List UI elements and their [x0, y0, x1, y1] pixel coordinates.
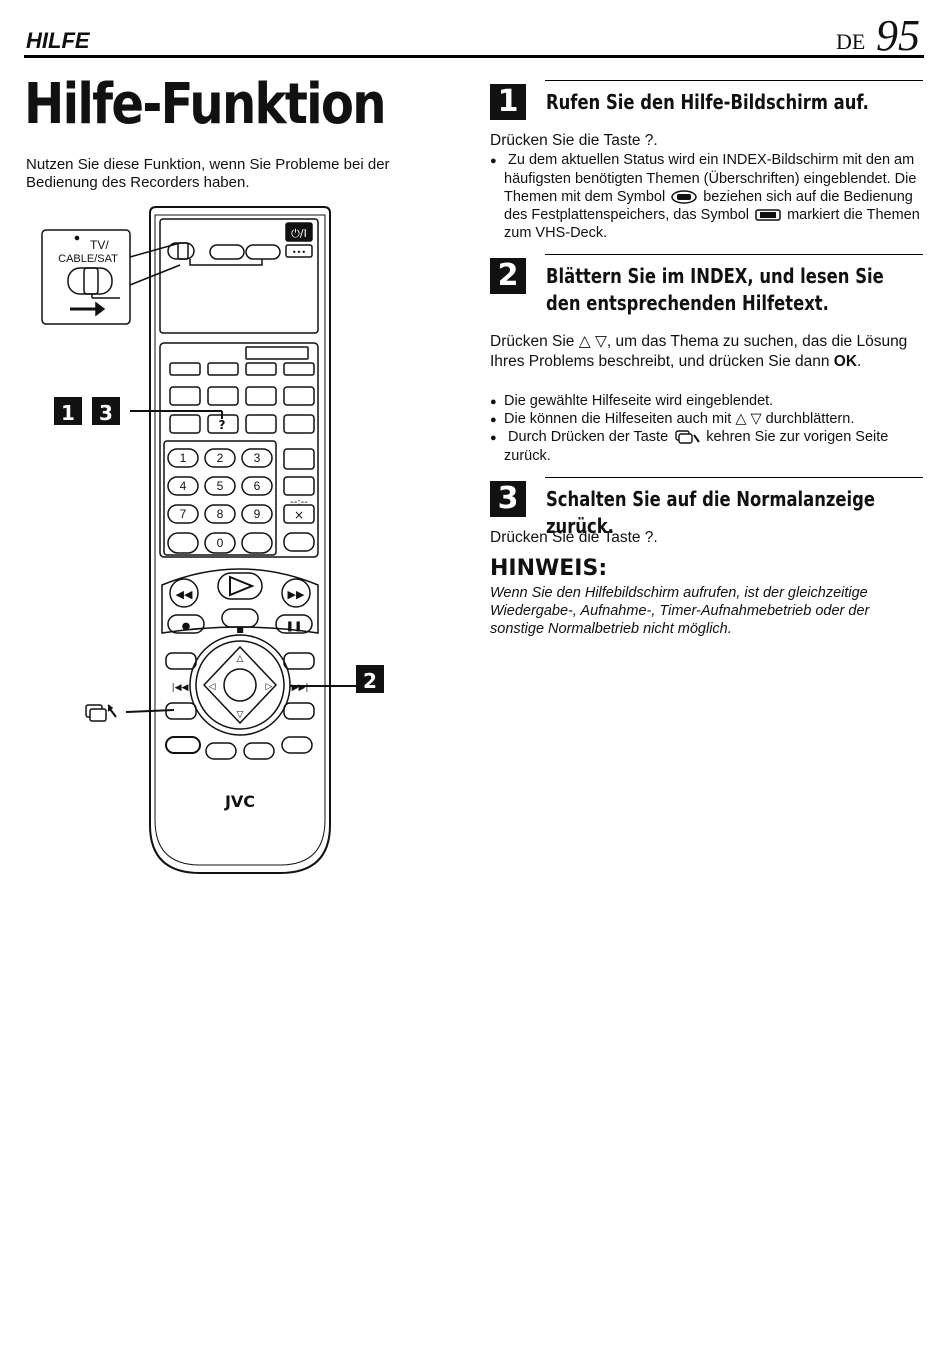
- vhs-icon: [755, 209, 781, 221]
- key-0: 0: [217, 536, 224, 550]
- switch-zoom-box: [41, 229, 131, 325]
- notes-title: HINWEIS:: [490, 556, 608, 581]
- header-rule: [24, 55, 924, 58]
- key-7: 7: [180, 507, 187, 521]
- hdd-icon: [671, 190, 697, 204]
- step-2-bullet-2: Die können die Hilfeseiten auch mit △ ▽ …: [490, 410, 934, 429]
- callout-3-label: 3: [99, 401, 113, 425]
- step-3-rule: [545, 477, 923, 478]
- step-2-action: Drücken Sie △ ▽, um das Thema zu suchen,…: [490, 333, 908, 370]
- key-5: 5: [217, 479, 224, 493]
- step-1-title: Rufen Sie den Hilfe-Bildschirm auf.: [546, 90, 869, 114]
- key-1: 1: [180, 451, 187, 465]
- svg-text:--:--: --:--: [290, 497, 308, 508]
- switch-label-cable: CABLE/SAT: [58, 253, 118, 265]
- key-9: 9: [254, 507, 261, 521]
- svg-text:|◀◀: |◀◀: [172, 683, 189, 693]
- power-icon: ⏻/I: [291, 227, 307, 240]
- callout-2-label: 2: [363, 669, 377, 693]
- svg-text:▶▶|: ▶▶|: [292, 683, 309, 693]
- svg-text:•••: •••: [292, 248, 306, 257]
- back-icon: [675, 430, 700, 444]
- step-1-action: Drücken Sie die Taste ?.: [490, 132, 658, 149]
- callout-badge-1: [54, 397, 82, 425]
- language-code: DE: [836, 29, 866, 54]
- key-2: 2: [217, 451, 224, 465]
- step-1-badge: 1: [490, 84, 526, 120]
- step-1-rule: [545, 80, 923, 81]
- section-label: HILFE: [26, 28, 90, 53]
- key-6: 6: [254, 479, 261, 493]
- remote-illustration: ⏻/I ••• ? ■ ● ❚❚ ◀◀ ▶▶ △ ▽ ◁ ▷ |◀◀ ▶▶| -…: [41, 206, 384, 874]
- switch-label-tv: TV/: [90, 238, 109, 252]
- key-8: 8: [217, 507, 224, 521]
- step-2-bullet-3: Durch Drücken der Taste kehren Sie zur v…: [490, 428, 934, 465]
- step-3-title: Schalten Sie auf die Normalanzeige zurüc…: [546, 487, 876, 538]
- notes-text: Wenn Sie den Hilfebildschirm aufrufen, i…: [490, 585, 870, 637]
- callout-badge-2: [356, 665, 384, 693]
- step-2-title: Blättern Sie im INDEX, und lesen Sie den…: [546, 264, 884, 315]
- key-3: 3: [254, 451, 261, 465]
- step-2-badge: 2: [490, 258, 526, 294]
- svg-text:❚❚: ❚❚: [286, 621, 303, 632]
- step-3-badge: 3: [490, 481, 526, 517]
- svg-text:▽: ▽: [237, 710, 244, 720]
- svg-text:△: △: [237, 654, 244, 664]
- step-3-action: Drücken Sie die Taste ?.: [490, 529, 658, 546]
- svg-text:▷: ▷: [266, 682, 273, 692]
- svg-text:▶▶: ▶▶: [288, 588, 305, 601]
- key-4: 4: [180, 479, 187, 493]
- svg-text:×: ×: [294, 508, 304, 522]
- svg-text:◁: ◁: [209, 682, 216, 692]
- step-2-bullet-1: Die gewählte Hilfeseite wird eingeblende…: [490, 392, 934, 411]
- page-number: 95: [876, 11, 920, 60]
- step-2-rule: [545, 254, 923, 255]
- callout-1-label: 1: [61, 401, 75, 425]
- svg-text:■: ■: [236, 625, 244, 634]
- callout-badge-3: [92, 397, 120, 425]
- brand-logo: JVC: [224, 792, 255, 811]
- svg-text:●: ●: [182, 621, 191, 632]
- help-key-icon: ?: [219, 418, 226, 432]
- back-button-icon: [85, 704, 117, 722]
- step-1-bullet: Zu dem aktuellen Status wird ein INDEX-B…: [490, 151, 934, 242]
- page-title: Hilfe-Funktion: [24, 72, 387, 137]
- intro-text: Nutzen Sie diese Funktion, wenn Sie Prob…: [26, 156, 390, 191]
- svg-text:◀◀: ◀◀: [176, 588, 193, 601]
